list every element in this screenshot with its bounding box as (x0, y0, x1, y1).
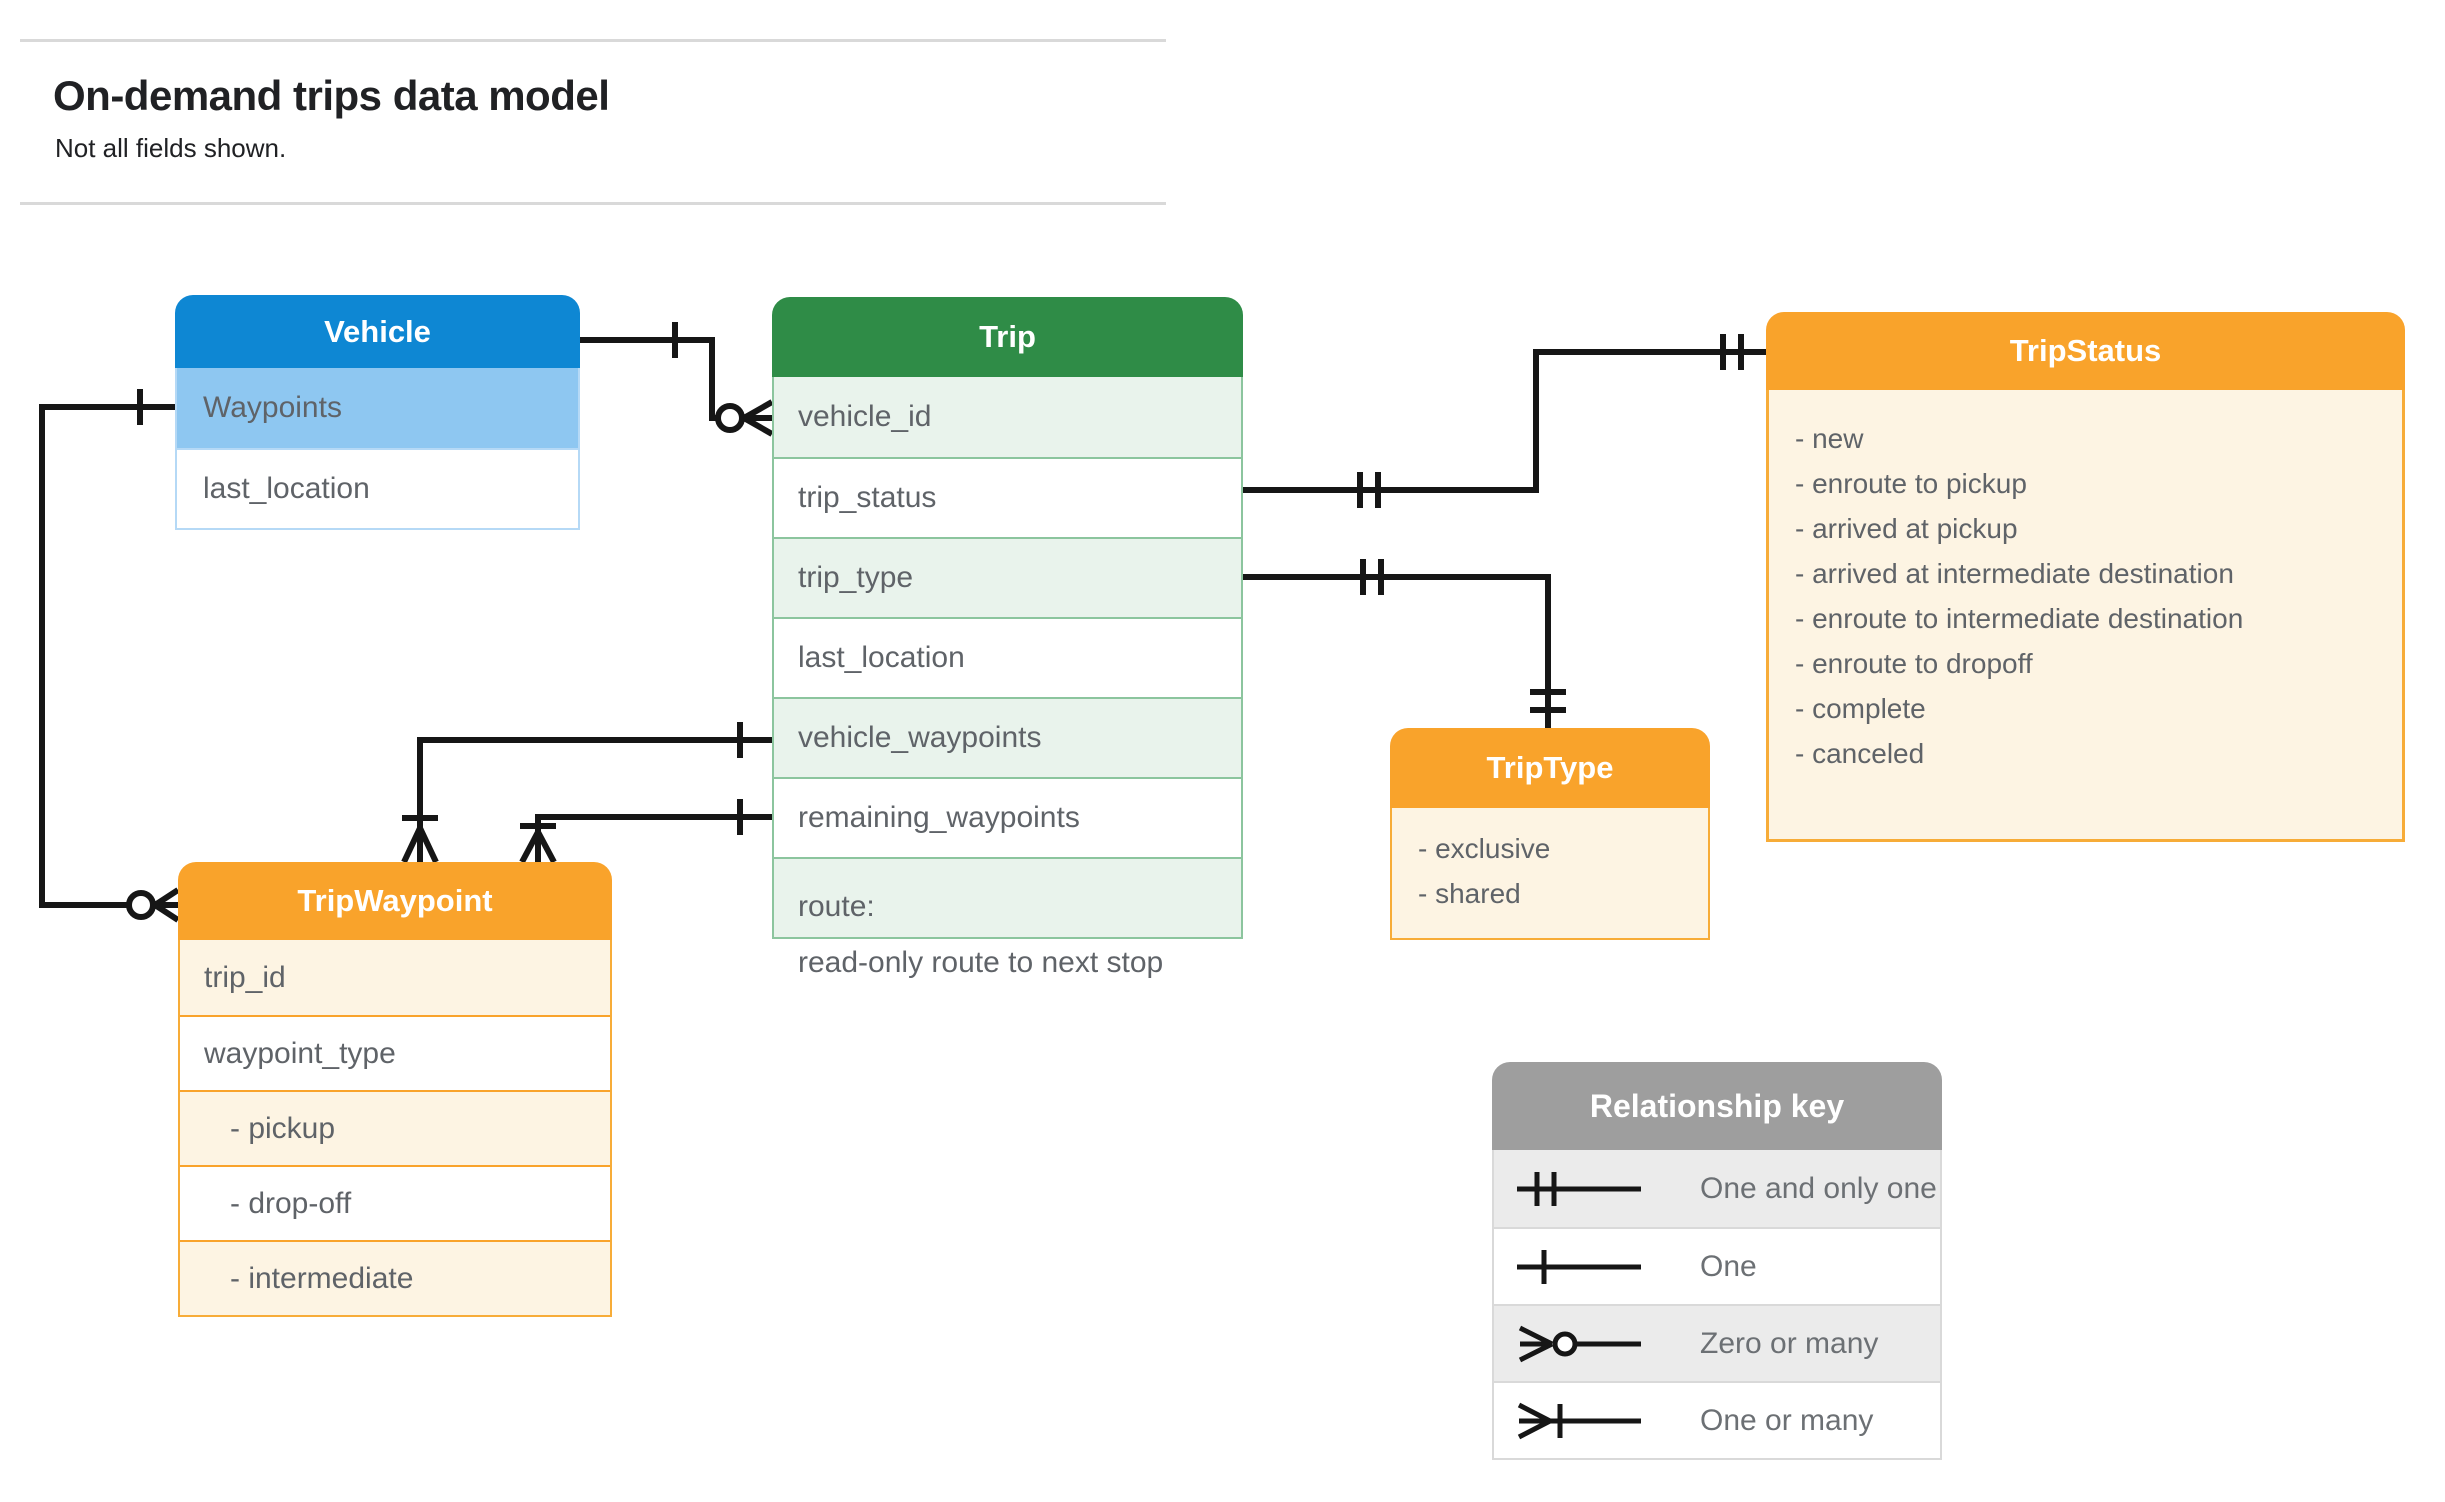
entity-tripstatus-header: TripStatus (1766, 312, 2405, 390)
field-row: last_location (774, 617, 1241, 697)
crow-foot-icon (401, 826, 439, 864)
enum-value: - enroute to intermediate destination (1795, 603, 2244, 634)
enum-value: - new (1795, 423, 1864, 454)
field-row: - drop-off (180, 1165, 610, 1240)
field-row: - pickup (180, 1090, 610, 1165)
field-row: waypoint_type (180, 1015, 610, 1090)
route-label: route: (798, 890, 875, 923)
field-row: trip_type (774, 537, 1241, 617)
entity-vehicle: Vehicle Waypoints last_location (175, 295, 580, 530)
entity-tripwaypoint: TripWaypoint trip_id waypoint_type - pic… (178, 862, 612, 1317)
one-or-many-icon (1517, 1402, 1641, 1439)
enum-value: - exclusive (1418, 833, 1551, 864)
page-subtitle: Not all fields shown. (55, 133, 287, 163)
relationship-key-header: Relationship key (1492, 1062, 1942, 1150)
entity-title: TripType (1486, 750, 1614, 785)
connector-vehicle-trip (580, 322, 774, 437)
legend-label: One and only one (1700, 1171, 1937, 1205)
connector-line (39, 404, 175, 908)
entity-trip: Trip vehicle_id trip_status trip_type la… (772, 297, 1243, 979)
legend-row: Zero or many (1494, 1304, 1940, 1381)
crow-foot-icon (742, 399, 774, 437)
connector-line (535, 814, 772, 832)
entity-vehicle-header: Vehicle (175, 295, 580, 368)
connector-vehicle-tripwaypoint (39, 389, 180, 923)
zero-circle-icon (715, 403, 745, 433)
connector-trip-remaining-waypoints (519, 799, 772, 864)
one-and-only-one-ticks-icon (1357, 472, 1381, 508)
zero-or-many-icon (1518, 1325, 1641, 1362)
relationship-key: Relationship key One and only one One Ze… (1492, 1062, 1942, 1460)
legend-label: Zero or many (1700, 1326, 1879, 1360)
connector-line (1243, 574, 1551, 728)
field-row: vehicle_id (774, 377, 1241, 457)
legend-row: One and only one (1494, 1150, 1940, 1227)
connector-line (580, 337, 718, 421)
legend-row: One or many (1494, 1381, 1940, 1458)
enum-value: - shared (1418, 878, 1521, 909)
one-and-only-one-ticks-icon (1360, 559, 1384, 595)
connector-trip-vehicle-waypoints (401, 722, 772, 864)
field-row: Waypoints (177, 368, 578, 448)
entity-trip-body: vehicle_id trip_status trip_type last_lo… (772, 377, 1243, 979)
connector-line (1243, 349, 1766, 493)
field-row: trip_status (774, 457, 1241, 537)
entity-tripstatus: TripStatus - new - enroute to pickup - a… (1766, 312, 2405, 842)
field-row: remaining_waypoints (774, 777, 1241, 857)
top-divider (20, 39, 1166, 42)
entity-tripstatus-body: - new - enroute to pickup - arrived at p… (1766, 390, 2405, 842)
field-row: trip_id (180, 940, 610, 1015)
entity-title: TripStatus (2009, 333, 2162, 368)
crow-foot-icon (519, 830, 557, 864)
field-row: - intermediate (180, 1240, 610, 1315)
field-row: last_location (177, 448, 578, 528)
legend-label: One or many (1700, 1403, 1874, 1437)
zero-circle-icon (126, 890, 156, 920)
enum-value: - canceled (1795, 738, 1925, 769)
entity-title: TripWaypoint (297, 883, 493, 918)
legend-label: One (1700, 1249, 1757, 1283)
one-icon (1517, 1249, 1641, 1284)
relationship-key-body: One and only one One Zero or many One or… (1492, 1150, 1942, 1460)
entity-trip-header: Trip (772, 297, 1243, 377)
field-row: vehicle_waypoints (774, 697, 1241, 777)
entity-title: Vehicle (324, 313, 431, 349)
one-and-only-one-icon (1517, 1171, 1641, 1206)
relationship-key-title: Relationship key (1589, 1087, 1845, 1124)
entity-triptype-header: TripType (1390, 728, 1710, 808)
entity-tripwaypoint-header: TripWaypoint (178, 862, 612, 940)
enum-value: - enroute to dropoff (1795, 648, 2033, 679)
route-description: read-only route to next stop (798, 946, 1164, 979)
enum-value: - arrived at intermediate destination (1795, 558, 2234, 589)
enum-value: - complete (1795, 693, 1926, 724)
one-and-only-one-ticks-icon (1530, 689, 1566, 713)
connector-trip-tripstatus (1243, 334, 1766, 508)
enum-value: - enroute to pickup (1795, 468, 2027, 499)
enum-value: - arrived at pickup (1795, 513, 2018, 544)
entity-title: Trip (979, 319, 1036, 354)
entity-tripwaypoint-body: trip_id waypoint_type - pickup - drop-of… (178, 940, 612, 1317)
connector-line (417, 737, 772, 828)
one-and-only-one-ticks-icon (1720, 334, 1744, 370)
bottom-divider (20, 202, 1166, 205)
entity-vehicle-body: Waypoints last_location (175, 368, 580, 530)
field-row-route: route: read-only route to next stop (774, 857, 1241, 979)
entity-triptype-body: - exclusive - shared (1390, 808, 1710, 940)
entity-triptype: TripType - exclusive - shared (1390, 728, 1710, 940)
connector-trip-triptype (1243, 559, 1566, 728)
page-title: On-demand trips data model (53, 72, 610, 119)
crow-foot-icon (153, 887, 180, 923)
legend-row: One (1494, 1227, 1940, 1304)
